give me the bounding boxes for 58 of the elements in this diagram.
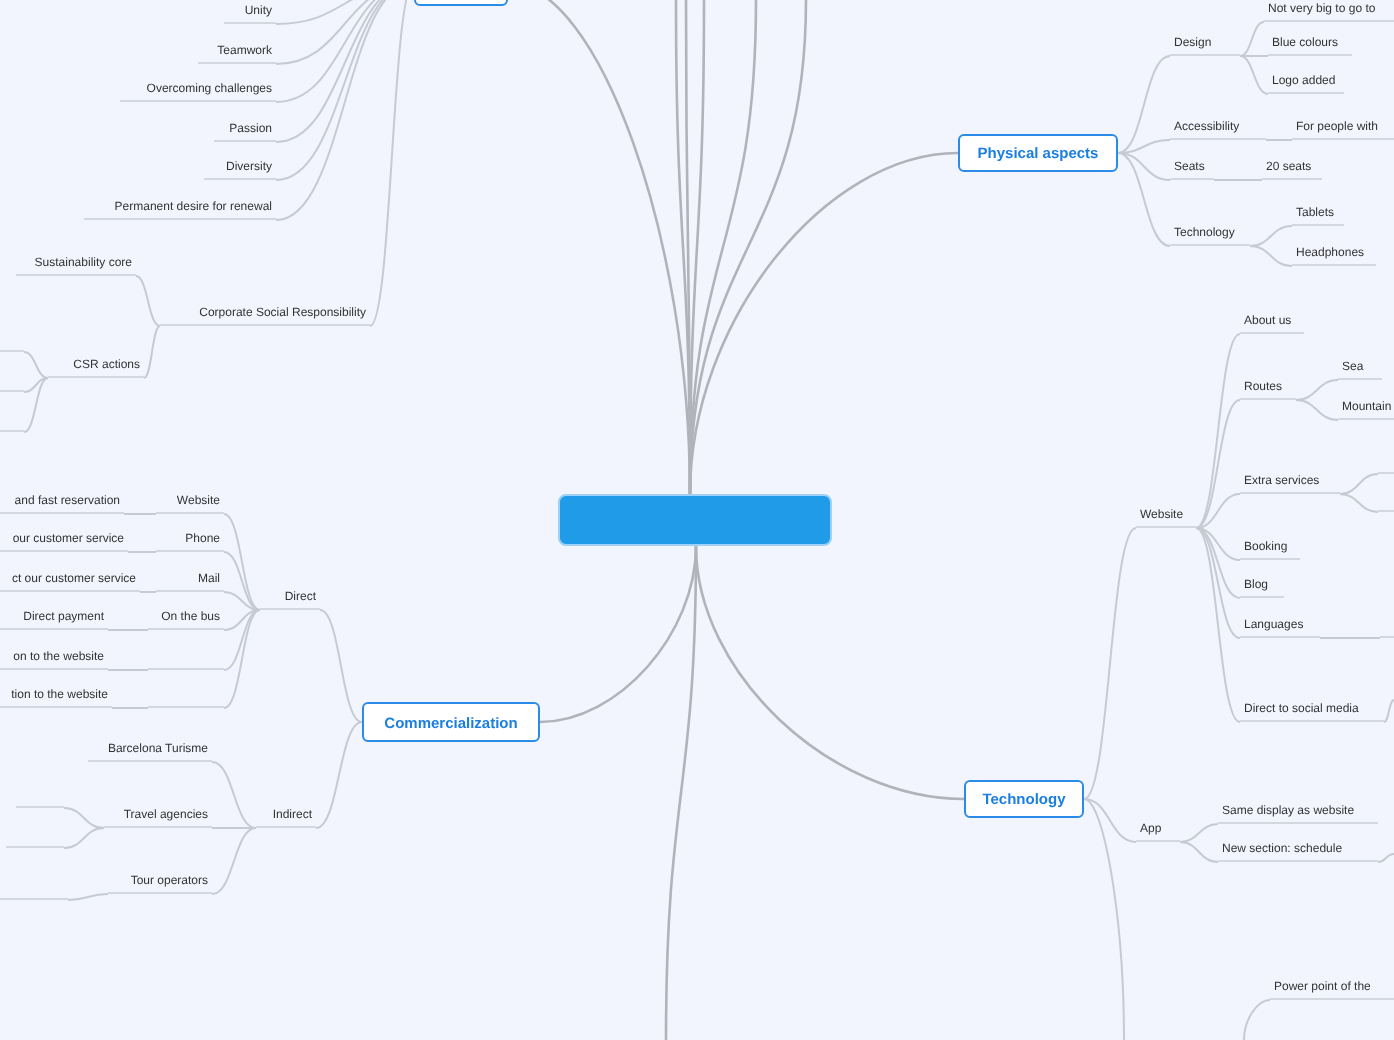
branch-line — [63, 827, 105, 849]
branch-line — [1195, 399, 1241, 529]
branch-line — [1083, 798, 1125, 1040]
branch-line — [1117, 152, 1171, 181]
branch-line — [1195, 493, 1241, 529]
branch-line — [67, 893, 109, 901]
branch-line — [223, 609, 261, 671]
branch-line — [1083, 527, 1137, 800]
branch-line — [1239, 21, 1265, 57]
branch-line — [1339, 473, 1379, 495]
branch-line — [1179, 841, 1219, 863]
branch-line — [315, 721, 363, 829]
branch-line — [1195, 527, 1241, 639]
branch-line — [23, 377, 49, 433]
branch-line — [211, 827, 257, 895]
branch-line — [223, 513, 261, 611]
branch-line — [1117, 152, 1171, 247]
branch-line — [139, 591, 157, 593]
branch-line — [1377, 853, 1394, 863]
branch-line — [1195, 333, 1241, 529]
branch-line — [123, 513, 157, 515]
branch-line — [211, 761, 257, 829]
branch-line — [688, 151, 959, 495]
branch-line — [1195, 527, 1241, 561]
branch-line — [1239, 55, 1269, 57]
branch-line — [1243, 999, 1271, 1040]
branch-line — [223, 609, 261, 709]
branch-line — [127, 551, 157, 553]
branch-line — [1213, 179, 1263, 181]
branch-line — [1383, 699, 1394, 723]
branch-line — [107, 669, 149, 671]
branch-line — [539, 545, 698, 724]
branch-line — [1249, 245, 1293, 267]
branch-line — [1319, 637, 1381, 639]
branch-line — [111, 707, 149, 709]
branch-line — [143, 325, 161, 379]
branch-line — [694, 545, 965, 801]
branch-line — [1117, 55, 1171, 154]
branch-line — [1195, 527, 1241, 723]
branch-line — [1295, 399, 1339, 421]
central-topic-box — [558, 494, 832, 546]
branch-line — [223, 609, 261, 631]
branch-line — [319, 609, 363, 723]
branch-line — [23, 377, 49, 393]
branch-line — [223, 551, 261, 611]
branch-line — [1239, 55, 1269, 95]
branch-line — [1083, 798, 1137, 843]
branch-line — [107, 629, 149, 631]
branch-line — [23, 351, 49, 379]
branch-line — [223, 591, 261, 611]
branch-line — [135, 275, 161, 327]
branch-line — [211, 827, 257, 829]
branch-line — [1249, 225, 1293, 247]
branch-line — [1339, 493, 1379, 513]
branch-line — [1179, 823, 1219, 843]
branch-line — [1295, 379, 1339, 401]
branch-line — [63, 807, 105, 829]
branch-line — [1265, 139, 1293, 141]
